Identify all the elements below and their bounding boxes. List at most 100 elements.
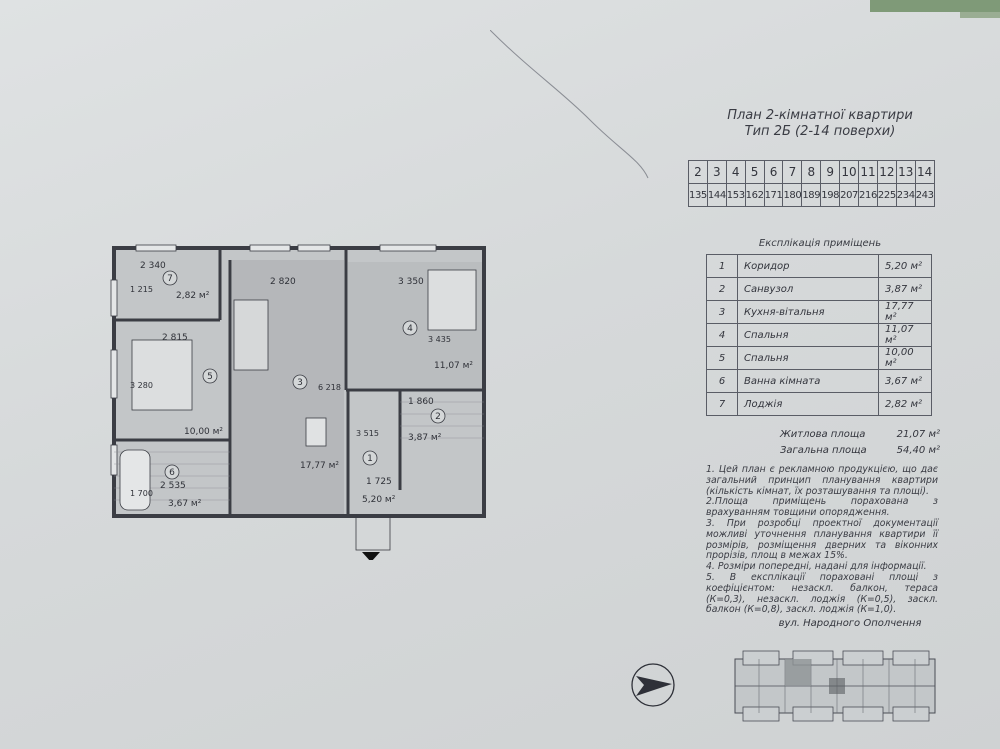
building-key-plan (734, 650, 936, 722)
apartment-cell: 162 (744, 183, 765, 207)
floor-cell: 6 (763, 160, 784, 184)
north-arrow-icon (631, 663, 675, 707)
room-5-number: 5 (207, 372, 213, 382)
apartment-cell: 189 (801, 183, 822, 207)
room-area: 3,87 м² (878, 277, 932, 301)
room-4-area: 11,07 м² (434, 361, 473, 371)
floor-cell: 2 (688, 160, 708, 184)
room-3-number: 3 (297, 378, 303, 388)
room-number: 4 (706, 323, 738, 347)
background-corner (960, 12, 1000, 18)
room-row: 4 Спальня 11,07 м² (706, 323, 932, 347)
room-row: 1 Коридор 5,20 м² (706, 254, 932, 278)
room-2-area: 3,87 м² (408, 433, 442, 443)
floor-cell: 13 (895, 160, 916, 184)
floor-cell: 9 (820, 160, 841, 184)
room-1-width: 1 725 (366, 477, 392, 487)
room-area: 5,20 м² (878, 254, 932, 278)
plan-title: План 2-кімнатної квартири Тип 2Б (2-14 п… (690, 108, 950, 140)
room-area: 3,67 м² (878, 369, 932, 393)
floor-cell: 10 (839, 160, 860, 184)
floor-row: 2 3 4 5 6 7 8 9 10 11 12 13 14 (688, 160, 935, 184)
room-name: Кухня-вітальня (737, 300, 879, 324)
note-item: 3. При розробці проектної документації м… (706, 517, 938, 562)
room-2-number: 2 (435, 412, 441, 422)
room-3-height: 6 218 (318, 383, 341, 392)
apartment-cell: 171 (763, 183, 784, 207)
total-area-row: Загальна площа 54,40 м² (780, 443, 940, 459)
room-6-number: 6 (169, 468, 175, 478)
room-number: 5 (706, 346, 738, 370)
apartment-cell: 180 (782, 183, 803, 207)
room-name: Спальня (737, 323, 879, 347)
room-5-height: 3 280 (130, 381, 153, 390)
room-name: Ванна кімната (737, 369, 879, 393)
room-row: 3 Кухня-вітальня 17,77 м² (706, 300, 932, 324)
floor-cell: 14 (914, 160, 935, 184)
room-5-area: 10,00 м² (184, 427, 223, 437)
floor-cell: 7 (782, 160, 803, 184)
room-name: Спальня (737, 346, 879, 370)
apartment-cell: 144 (706, 183, 727, 207)
apartment-cell: 216 (858, 183, 878, 207)
apartment-cell: 243 (914, 183, 935, 207)
floor-cell: 3 (706, 160, 727, 184)
apartment-cell: 198 (820, 183, 841, 207)
floor-cell: 12 (876, 160, 897, 184)
room-6-width: 2 535 (160, 481, 186, 491)
room-row: 6 Ванна кімната 3,67 м² (706, 369, 932, 393)
plan-title-line1: План 2-кімнатної квартири (727, 108, 913, 123)
apartment-row: 135 144 153 162 171 180 189 198 207 216 … (688, 183, 935, 207)
room-row: 7 Лоджія 2,82 м² (706, 392, 932, 416)
plan-title-line2: Тип 2Б (2-14 поверхи) (744, 124, 896, 139)
note-item: 5. В експлікації пораховані площі з коеф… (706, 571, 938, 616)
notes: 1. Цей план є рекламною продукцією, що д… (706, 464, 938, 616)
room-7-height: 1 215 (130, 285, 153, 294)
living-area-value: 21,07 м² (896, 429, 940, 440)
room-row: 2 Санвузол 3,87 м² (706, 277, 932, 301)
room-7-number: 7 (167, 274, 173, 284)
apartment-cell: 234 (895, 183, 916, 207)
room-1-number: 1 (367, 454, 373, 464)
room-4-width: 3 350 (398, 277, 424, 287)
room-3-width: 2 820 (270, 277, 296, 287)
explication-title: Експлікація приміщень (758, 238, 882, 249)
apartment-cell: 225 (876, 183, 897, 207)
room-5-width: 2 815 (162, 333, 188, 343)
room-1-area: 5,20 м² (362, 495, 396, 505)
room-area: 17,77 м² (878, 300, 932, 324)
room-4-number: 4 (407, 324, 413, 334)
room-name: Санвузол (737, 277, 879, 301)
room-7-width: 2 340 (140, 261, 166, 271)
room-area: 10,00 м² (878, 346, 932, 370)
paper-fold-line (490, 30, 649, 179)
apartment-floor-plan: 2 340 1 215 2,82 м² 2 820 6 218 17,77 м²… (110, 244, 486, 560)
room-number: 2 (706, 277, 738, 301)
room-2-width: 1 860 (408, 397, 434, 407)
room-name: Коридор (737, 254, 879, 278)
floor-cell: 4 (725, 160, 746, 184)
room-4-height: 3 435 (428, 335, 451, 344)
note-item: 2.Площа приміщень порахована з врахуванн… (706, 496, 938, 519)
living-area-label: Житлова площа (780, 429, 866, 440)
floor-cell: 8 (801, 160, 822, 184)
room-area: 2,82 м² (878, 392, 932, 416)
note-item: 1. Цей план є рекламною продукцією, що д… (706, 464, 938, 497)
background-corner (870, 0, 1000, 12)
living-area-row: Житлова площа 21,07 м² (780, 427, 940, 443)
area-summary: Житлова площа 21,07 м² Загальна площа 54… (780, 427, 940, 459)
room-number: 3 (706, 300, 738, 324)
note-item: 4. Розміри попередні, надані для інформа… (706, 561, 927, 573)
total-area-value: 54,40 м² (896, 445, 940, 456)
room-6-height: 1 700 (130, 489, 153, 498)
room-number: 6 (706, 369, 738, 393)
room-3-area: 17,77 м² (300, 461, 339, 471)
floor-apartment-table: 2 3 4 5 6 7 8 9 10 11 12 13 14 135 144 1… (688, 160, 935, 207)
room-number: 1 (706, 254, 738, 278)
room-row: 5 Спальня 10,00 м² (706, 346, 932, 370)
room-6-area: 3,67 м² (168, 499, 202, 509)
room-7-area: 2,82 м² (176, 291, 210, 301)
floor-cell: 11 (858, 160, 878, 184)
apartment-cell: 207 (839, 183, 860, 207)
